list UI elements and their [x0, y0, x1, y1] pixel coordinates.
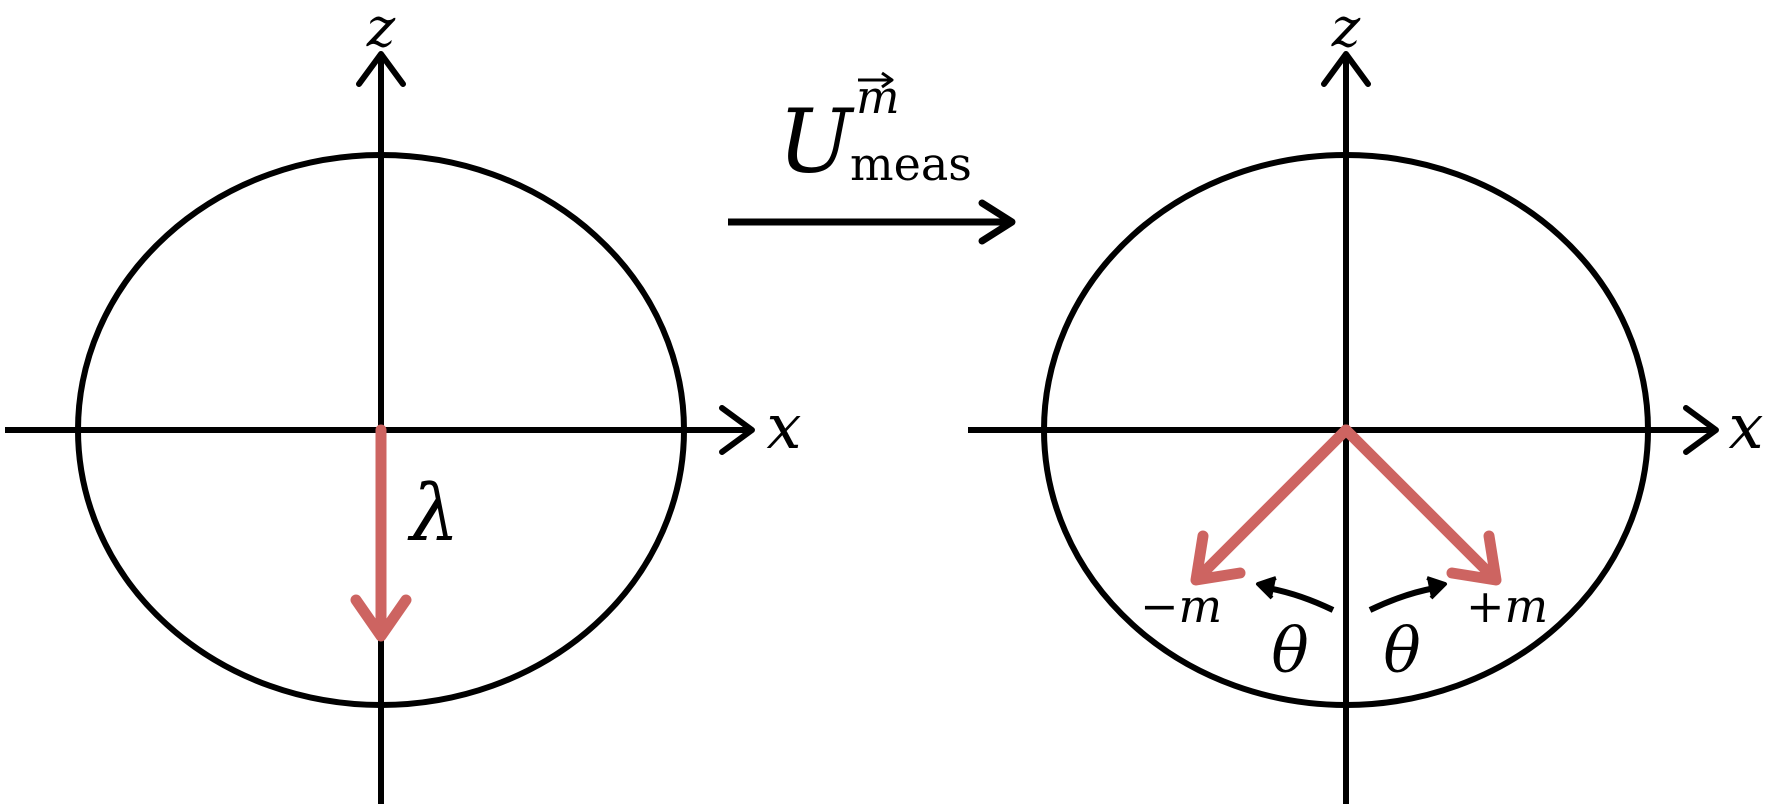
left-angle-arc [1267, 585, 1335, 613]
right-angle-arc [1368, 585, 1436, 613]
operator-subscript: meas [850, 137, 972, 191]
operator-base: U [778, 90, 855, 193]
right-z-label: z [1331, 0, 1361, 59]
left-x-axis-arrowhead [719, 405, 755, 455]
right-angle-arc-arrowhead [1426, 576, 1447, 600]
lambda-vector-arrowhead [350, 594, 412, 642]
right-diagram: z x −m +m θ θ [968, 0, 1764, 804]
left-z-label: z [366, 0, 396, 59]
theta-right-label: θ [1383, 614, 1420, 687]
left-diagram: z x λ [5, 0, 802, 804]
right-z-axis-arrowhead [1321, 51, 1371, 87]
plus-m-label: +m [1466, 579, 1548, 633]
plus-m-vector [1340, 424, 1498, 582]
left-z-axis-arrowhead [356, 51, 406, 87]
operator-superscript: m [856, 70, 900, 124]
minus-m-vector [1194, 424, 1352, 582]
transition: U m meas [728, 70, 1016, 245]
left-angle-arc-arrowhead [1256, 576, 1277, 600]
vector-arrow-over-m-head [881, 71, 894, 89]
plus-m-vector-arrowhead [1446, 530, 1502, 586]
minus-m-label: −m [1140, 579, 1222, 633]
minus-m-vector-arrowhead [1190, 530, 1246, 586]
transition-arrowhead [978, 199, 1016, 245]
lambda-label: λ [407, 469, 459, 559]
right-x-axis-arrowhead [1683, 405, 1719, 455]
left-x-label: x [767, 390, 802, 463]
theta-left-label: θ [1271, 614, 1308, 687]
right-x-label: x [1729, 390, 1764, 463]
